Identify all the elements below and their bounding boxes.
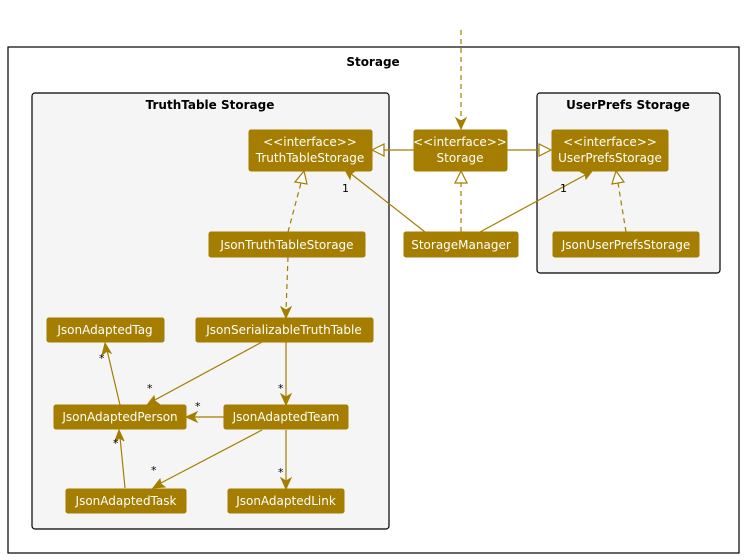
multiplicity-label: * — [99, 352, 105, 365]
edge-team-to-link: * — [278, 430, 293, 491]
class-jsonadaptedtask[interactable]: JsonAdaptedTask — [65, 488, 187, 514]
class-jsontruthtablestorage[interactable]: JsonTruthTableStorage — [208, 231, 366, 258]
package-storage-frame — [7, 46, 740, 554]
class-name: JsonAdaptedTeam — [232, 410, 340, 424]
class-userprefsstorage[interactable]: <<interface>> UserPrefsStorage — [551, 129, 669, 172]
edge-jsonuserprefsstorage-implements-userprefsstorage — [611, 169, 627, 233]
edge-storagemanager-to-userprefsstorage: 1 — [479, 169, 595, 233]
multiplicity-label: * — [113, 437, 119, 450]
multiplicity-label: * — [278, 466, 284, 479]
multiplicity-label: * — [195, 400, 201, 413]
class-name: UserPrefsStorage — [558, 151, 662, 165]
class-name: JsonAdaptedTask — [75, 494, 177, 508]
edge-person-to-tag: * — [99, 341, 121, 406]
edge-team-to-person: * — [184, 400, 224, 424]
edge-task-to-person: * — [113, 428, 126, 489]
class-storage[interactable]: <<interface>> Storage — [413, 129, 508, 172]
multiplicity-label: 1 — [342, 182, 349, 195]
class-stereotype: <<interface>> — [263, 135, 357, 149]
class-name: JsonAdaptedTag — [56, 323, 152, 337]
edge-storage-extends-truthtablestorage — [370, 143, 414, 157]
multiplicity-label: * — [147, 382, 153, 395]
package-storage-title: Storage — [346, 55, 399, 69]
class-stereotype: <<interface>> — [413, 135, 507, 149]
package-storage: Storage — [7, 46, 740, 554]
edge-storage-extends-userprefsstorage — [507, 143, 553, 157]
class-name: StorageManager — [411, 238, 511, 252]
multiplicity-label: * — [278, 382, 284, 395]
class-name: TruthTableStorage — [255, 151, 364, 165]
class-name: Storage — [437, 151, 484, 165]
package-truthtable-title: TruthTable Storage — [146, 98, 275, 112]
edge-jsontruthtablestorage-uses-serializable — [279, 256, 293, 320]
class-jsonadaptedperson[interactable]: JsonAdaptedPerson — [53, 404, 187, 430]
class-name: JsonTruthTableStorage — [219, 238, 353, 252]
edge-external-to-storage — [454, 30, 468, 131]
class-truthtablestorage[interactable]: <<interface>> TruthTableStorage — [248, 129, 373, 172]
edge-team-to-task: * — [151, 429, 263, 489]
multiplicity-label: * — [151, 464, 157, 477]
class-name: JsonUserPrefsStorage — [561, 238, 691, 252]
class-jsonadaptedtag[interactable]: JsonAdaptedTag — [46, 317, 165, 343]
class-name: JsonAdaptedPerson — [61, 410, 177, 424]
edge-serializable-to-person: * — [145, 341, 263, 406]
class-name: JsonAdaptedLink — [235, 494, 336, 508]
edge-jsontruthtablestorage-implements-truthtablestorage — [287, 169, 308, 233]
edge-serializable-to-team: * — [278, 342, 293, 407]
class-jsonuserprefsstorage[interactable]: JsonUserPrefsStorage — [552, 231, 700, 258]
package-userprefs-title: UserPrefs Storage — [566, 98, 690, 112]
multiplicity-label: 1 — [560, 182, 567, 195]
edge-storagemanager-implements-storage — [454, 169, 468, 232]
class-jsonserializabletruthtable[interactable]: JsonSerializableTruthTable — [195, 317, 374, 343]
class-jsonadaptedlink[interactable]: JsonAdaptedLink — [227, 488, 345, 514]
class-stereotype: <<interface>> — [563, 135, 657, 149]
class-jsonadaptedteam[interactable]: JsonAdaptedTeam — [223, 404, 349, 430]
class-name: JsonSerializableTruthTable — [205, 323, 361, 337]
class-storagemanager[interactable]: StorageManager — [403, 231, 519, 258]
